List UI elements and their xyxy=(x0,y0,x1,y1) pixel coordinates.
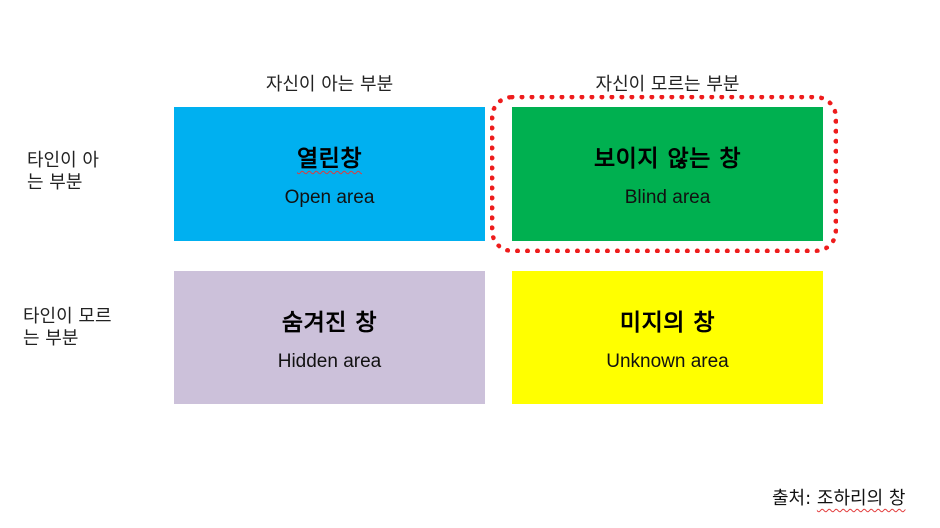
row-header-others-unknown: 타인이 모르 는 부분 xyxy=(23,306,112,350)
column-header-self-known: 자신이 아는 부분 xyxy=(265,74,394,95)
row-header-others-known: 타인이 아 는 부분 xyxy=(27,150,99,194)
row-header-line2: 는 부분 xyxy=(27,172,83,193)
quadrant-unknown-area: 미지의 창 Unknown area xyxy=(512,271,823,404)
quadrant-hidden-area: 숨겨진 창 Hidden area xyxy=(174,271,485,404)
row-header-line1: 타인이 아 xyxy=(27,150,99,171)
quadrant-title: 열린창 xyxy=(297,146,362,172)
quadrant-subtitle: Blind area xyxy=(624,187,711,208)
source-name: 조하리의 창 xyxy=(816,488,906,509)
quadrant-subtitle: Unknown area xyxy=(606,350,729,372)
quadrant-title: 미지의 창 xyxy=(619,309,716,336)
row-header-line2: 는 부분 xyxy=(23,328,79,349)
quadrant-subtitle: Hidden area xyxy=(277,350,382,372)
quadrant-title: 보이지 않는 창 xyxy=(594,146,741,172)
row-header-line1: 타인이 모르 xyxy=(23,306,112,327)
source-prefix: 출처: xyxy=(772,488,817,509)
quadrant-blind-area: 보이지 않는 창 Blind area xyxy=(512,107,823,241)
quadrant-title: 숨겨진 창 xyxy=(281,309,378,336)
quadrant-subtitle: Open area xyxy=(284,187,375,208)
column-header-self-unknown: 자신이 모르는 부분 xyxy=(595,74,740,95)
source-citation: 출처: 조하리의 창 xyxy=(772,484,905,510)
highlight-dotted-border xyxy=(490,95,838,253)
quadrant-open-area: 열린창 Open area xyxy=(174,107,485,241)
